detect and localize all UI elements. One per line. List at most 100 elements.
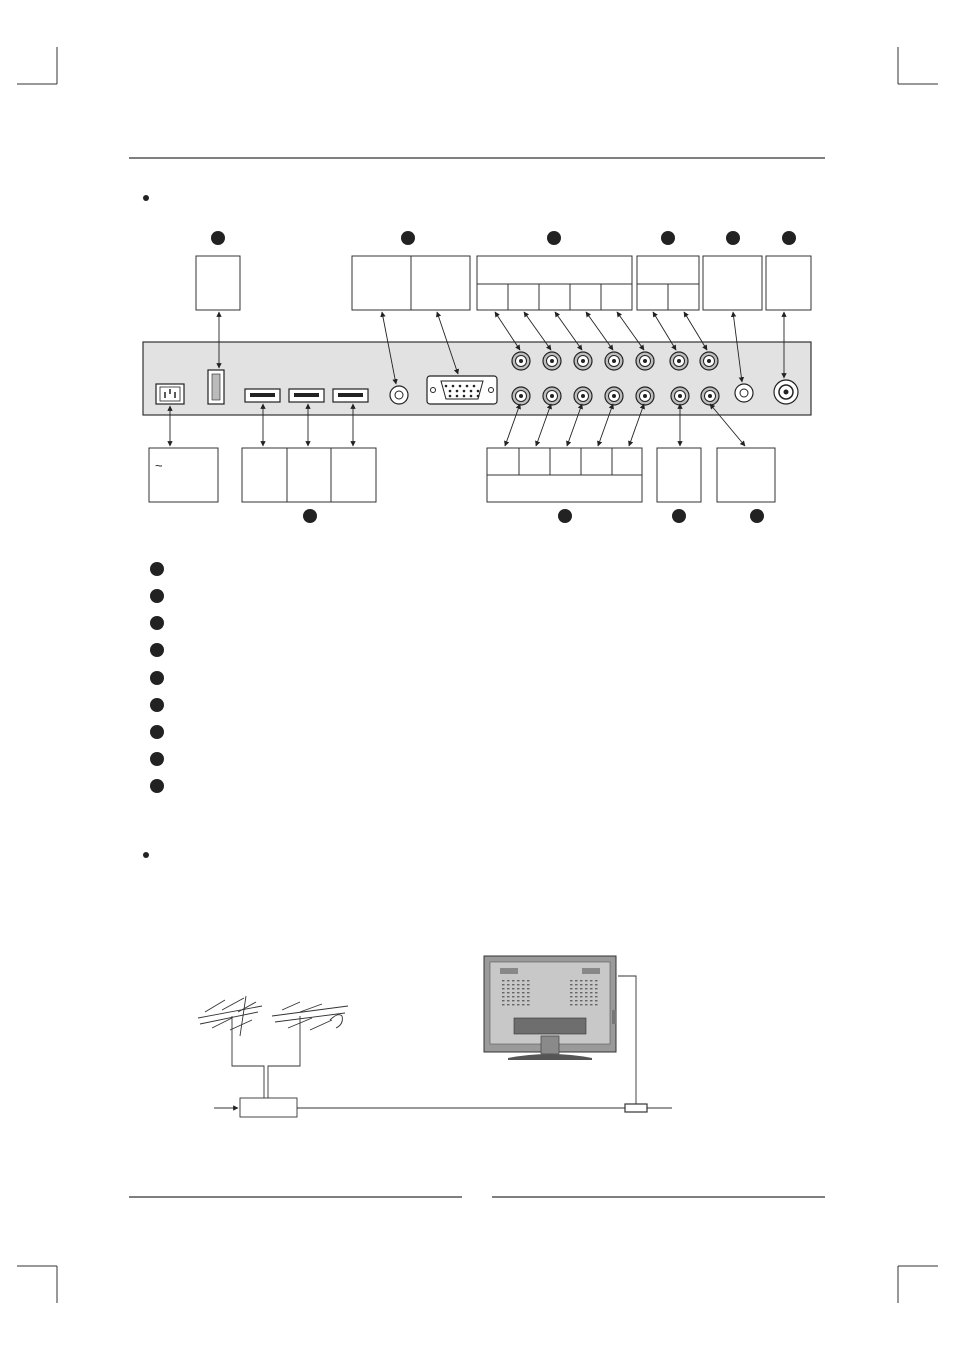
- vent-slot: [585, 980, 588, 982]
- vent-slot: [570, 996, 573, 998]
- vga-pin: [476, 394, 480, 398]
- vga-pin: [469, 394, 473, 398]
- top-label-boxes: [195, 255, 812, 311]
- coax-label-box: [702, 255, 763, 311]
- section-bullet-1: [143, 195, 149, 201]
- marker-bottom-2: [558, 509, 572, 523]
- rca-jack: [573, 386, 593, 406]
- vent-slot: [585, 1000, 588, 1002]
- rca-jack: [542, 386, 562, 406]
- vent-slot: [595, 988, 598, 990]
- vent-slot: [570, 980, 573, 982]
- vent-slot: [522, 980, 525, 982]
- rca-jack: [699, 351, 719, 371]
- marker-top-1: [211, 231, 225, 245]
- vent-slot: [575, 992, 578, 994]
- vent-slot: [527, 988, 530, 990]
- vent-slot: [502, 996, 505, 998]
- crop-marks: [17, 47, 938, 1303]
- vent-slot: [570, 1000, 573, 1002]
- vga-pin: [444, 384, 448, 388]
- vent-slot: [580, 992, 583, 994]
- ac-label-box: [148, 447, 219, 503]
- vent-slot: [570, 984, 573, 986]
- rf-plug: [624, 1103, 648, 1113]
- rca-jack: [511, 386, 531, 406]
- vent-slot: [575, 996, 578, 998]
- rca-jack: [511, 351, 531, 371]
- vent-slot: [575, 1004, 578, 1006]
- vent-slot: [595, 980, 598, 982]
- marker-bottom-3: [672, 509, 686, 523]
- rca-jack: [604, 386, 624, 406]
- pc-audio-jack: [389, 385, 409, 405]
- bottom-label-boxes: [148, 447, 776, 503]
- vent-slot: [512, 980, 515, 982]
- vent-slot: [522, 984, 525, 986]
- tv-rear-illustration: [483, 955, 617, 1060]
- vent-slot: [512, 988, 515, 990]
- top-markers: [211, 231, 796, 245]
- vent-slot: [507, 1000, 510, 1002]
- vent-slot: [575, 980, 578, 982]
- vga-pin: [469, 389, 473, 393]
- vent-slot: [590, 1004, 593, 1006]
- vent-slot: [585, 1004, 588, 1006]
- hdmi-label-box: [241, 447, 377, 503]
- vent-slot: [507, 980, 510, 982]
- vent-slot: [585, 988, 588, 990]
- vent-slot: [517, 1000, 520, 1002]
- vent-slot: [517, 984, 520, 986]
- vga-pin: [455, 394, 459, 398]
- vent-slot: [575, 988, 578, 990]
- marker-bottom-4: [750, 509, 764, 523]
- vent-slot: [595, 1004, 598, 1006]
- vent-slot: [507, 992, 510, 994]
- audio-out-label-box: [656, 447, 702, 503]
- rca-jack: [542, 351, 562, 371]
- section-bullet-2: [143, 852, 149, 858]
- vent-slot: [527, 992, 530, 994]
- vent-slot: [502, 984, 505, 986]
- marker-top-6: [782, 231, 796, 245]
- vent-slot: [527, 984, 530, 986]
- vent-slot: [502, 1004, 505, 1006]
- subwoofer-label-box: [716, 447, 776, 503]
- marker-top-4: [661, 231, 675, 245]
- vent-slot: [590, 996, 593, 998]
- vent-slot: [502, 992, 505, 994]
- vga-pin: [455, 389, 459, 393]
- vga-pin: [451, 384, 455, 388]
- vent-slot: [502, 980, 505, 982]
- vent-slot: [527, 996, 530, 998]
- rf-label-box: [765, 255, 812, 311]
- vent-slot: [517, 996, 520, 998]
- rca-jack: [635, 386, 655, 406]
- vent-slot: [590, 1000, 593, 1002]
- vent-slot: [590, 992, 593, 994]
- vent-slot: [570, 1004, 573, 1006]
- vent-slot: [585, 992, 588, 994]
- vent-slot: [512, 984, 515, 986]
- vent-slot: [527, 1004, 530, 1006]
- connector-arrows: [167, 311, 787, 447]
- rear-panel: [142, 341, 812, 416]
- vga-pin: [472, 384, 476, 388]
- marker-top-2: [401, 231, 415, 245]
- vga-pin: [462, 389, 466, 393]
- vent-slot: [502, 1000, 505, 1002]
- vga-pin: [448, 394, 452, 398]
- rca-jack: [573, 351, 593, 371]
- legend-bullets: [150, 562, 164, 793]
- vga-pin: [462, 394, 466, 398]
- vent-slot: [580, 1000, 583, 1002]
- coax-jack: [734, 383, 754, 403]
- vent-slot: [512, 996, 515, 998]
- vent-slot: [580, 984, 583, 986]
- marker-bottom-1: [303, 509, 317, 523]
- vent-slot: [595, 984, 598, 986]
- vga-pin: [465, 384, 469, 388]
- vent-slot: [575, 1000, 578, 1002]
- component-label-box: [476, 255, 633, 311]
- vga-pin: [448, 389, 452, 393]
